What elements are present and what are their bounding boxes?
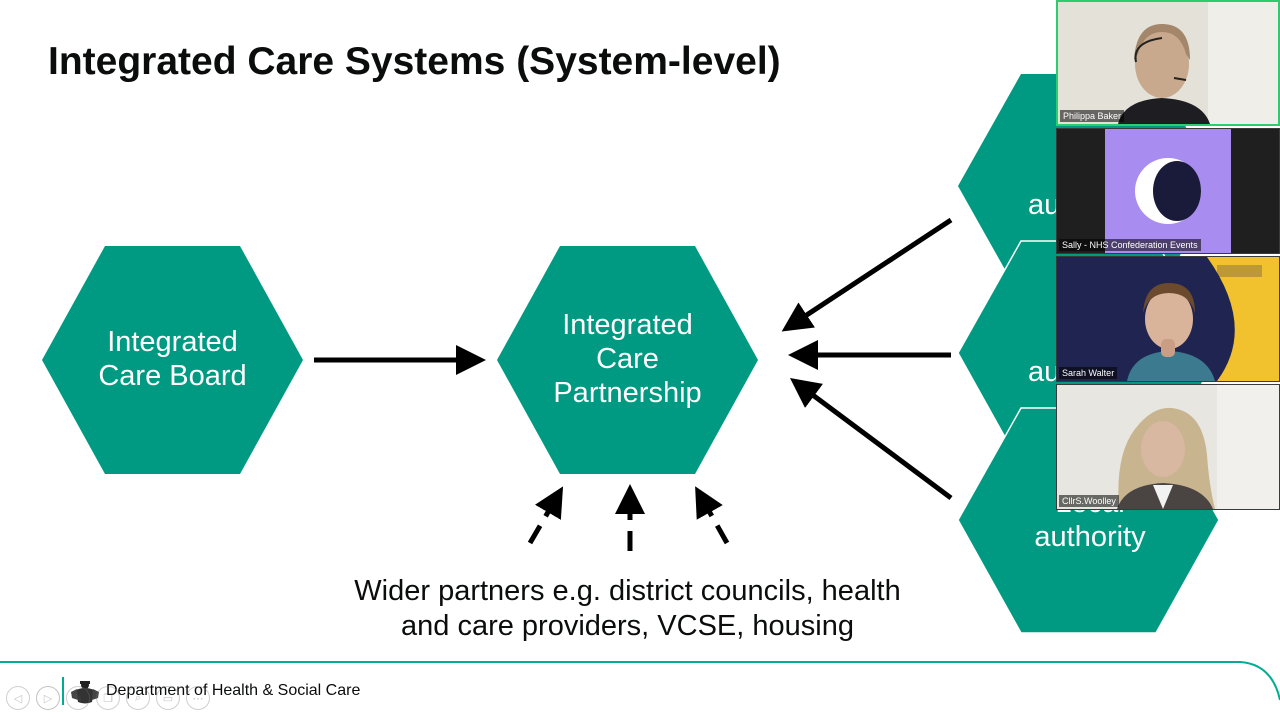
la2-label-partial: au — [1028, 356, 1061, 388]
zoom-icon[interactable]: ⌕ — [126, 686, 150, 710]
copy-icon[interactable]: ❐ — [96, 686, 120, 710]
participant-video — [1057, 129, 1279, 253]
la1-label-partial: au — [1028, 189, 1061, 221]
arrow-la1-to-icp — [781, 217, 953, 332]
prev-slide-icon[interactable]: ◁ — [6, 686, 30, 710]
participant-video — [1057, 385, 1279, 509]
participant-name: Philippa Baker — [1060, 110, 1125, 122]
dashed-arrow-left — [527, 486, 564, 545]
participant-tile-cllr-woolley[interactable]: CllrS.Woolley — [1056, 384, 1280, 510]
participant-video — [1057, 257, 1279, 381]
participant-name: Sarah Walter — [1059, 367, 1118, 379]
participant-tile-philippa[interactable]: Philippa Baker — [1056, 0, 1280, 126]
subtitles-icon[interactable]: ▭ — [156, 686, 180, 710]
footer-curve — [0, 661, 1280, 701]
pen-icon[interactable]: ✎ — [66, 686, 90, 710]
arrow-la3-to-icp — [789, 378, 953, 501]
icp-label: Integrated Care Partnership — [553, 309, 702, 409]
presentation-controls: ◁ ▷ ✎ ❐ ⌕ ▭ ⋯ — [6, 686, 210, 710]
participant-video — [1058, 2, 1278, 124]
logo-bar — [62, 677, 64, 705]
participant-tile-sally[interactable]: Sally - NHS Confederation Events — [1056, 128, 1280, 254]
participant-tile-sarah[interactable]: Sarah Walter — [1056, 256, 1280, 382]
slide-title: Integrated Care Systems (System-level) — [48, 40, 781, 83]
icp-hexagon — [497, 246, 758, 474]
participant-name: CllrS.Woolley — [1059, 495, 1119, 507]
icb-label: Integrated Care Board — [98, 326, 247, 392]
dashed-arrow-right — [695, 486, 730, 545]
participant-name: Sally - NHS Confederation Events — [1059, 239, 1201, 251]
icb-hexagon — [42, 246, 303, 474]
play-icon[interactable]: ▷ — [36, 686, 60, 710]
more-icon[interactable]: ⋯ — [186, 686, 210, 710]
wider-partners-text: Wider partners e.g. district councils, h… — [354, 575, 901, 642]
